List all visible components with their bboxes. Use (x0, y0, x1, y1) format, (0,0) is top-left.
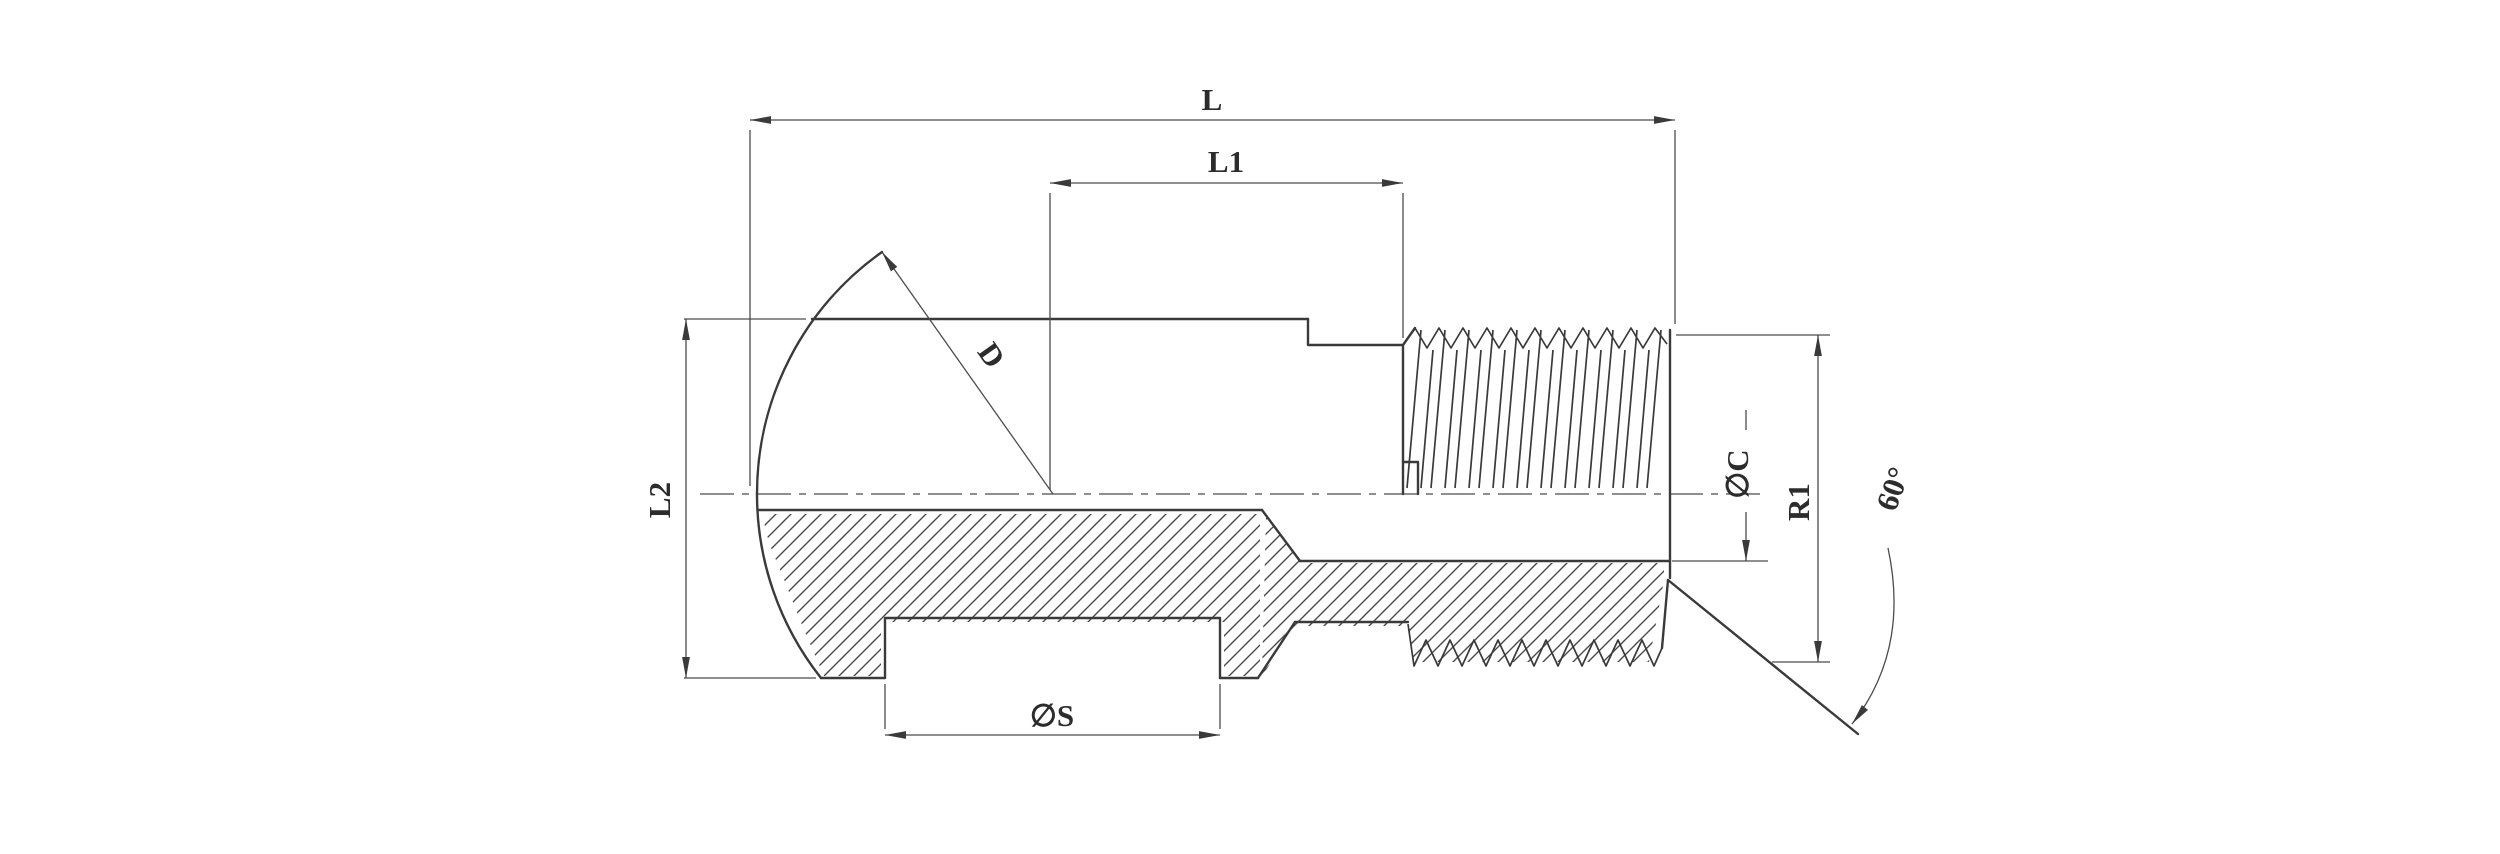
thread-flanks-upper-b (1420, 349, 1650, 489)
dim-label-L1: L1 (1208, 144, 1244, 179)
dim-label-L2: L2 (642, 482, 677, 518)
taper-line-60 (1666, 578, 1860, 736)
hatch-region-head (762, 514, 1260, 676)
hatch-region-thread-end (1262, 516, 1664, 676)
relief-step (1306, 317, 1405, 347)
dim-arc-60 (1851, 547, 1895, 725)
dimension-lines (682, 116, 1895, 739)
relief-groove (1401, 460, 1420, 496)
dim-label-S: ∅S (1030, 698, 1074, 733)
thread-end-transition (1660, 578, 1670, 650)
thread-crest-upper (1402, 327, 1668, 349)
lower-step-diagonal (1256, 620, 1297, 680)
dim-label-L: L (1202, 82, 1223, 117)
thread-flanks-upper-a (1406, 329, 1662, 489)
bore-chamfer (1260, 508, 1302, 563)
dim-label-D: D (971, 336, 1013, 374)
dim-line-D (881, 251, 1054, 495)
dome-arc-lower (755, 492, 823, 680)
thread-profile-lower (1407, 623, 1663, 667)
dim-label-C: ∅C (1720, 449, 1755, 498)
part-outline (700, 250, 1860, 736)
socket-cavity (883, 616, 1222, 680)
dim-label-60: 60° (1869, 462, 1917, 515)
dim-label-R1: R1 (1781, 483, 1816, 521)
dome-arc (755, 250, 884, 496)
section-hatching (762, 514, 1664, 676)
